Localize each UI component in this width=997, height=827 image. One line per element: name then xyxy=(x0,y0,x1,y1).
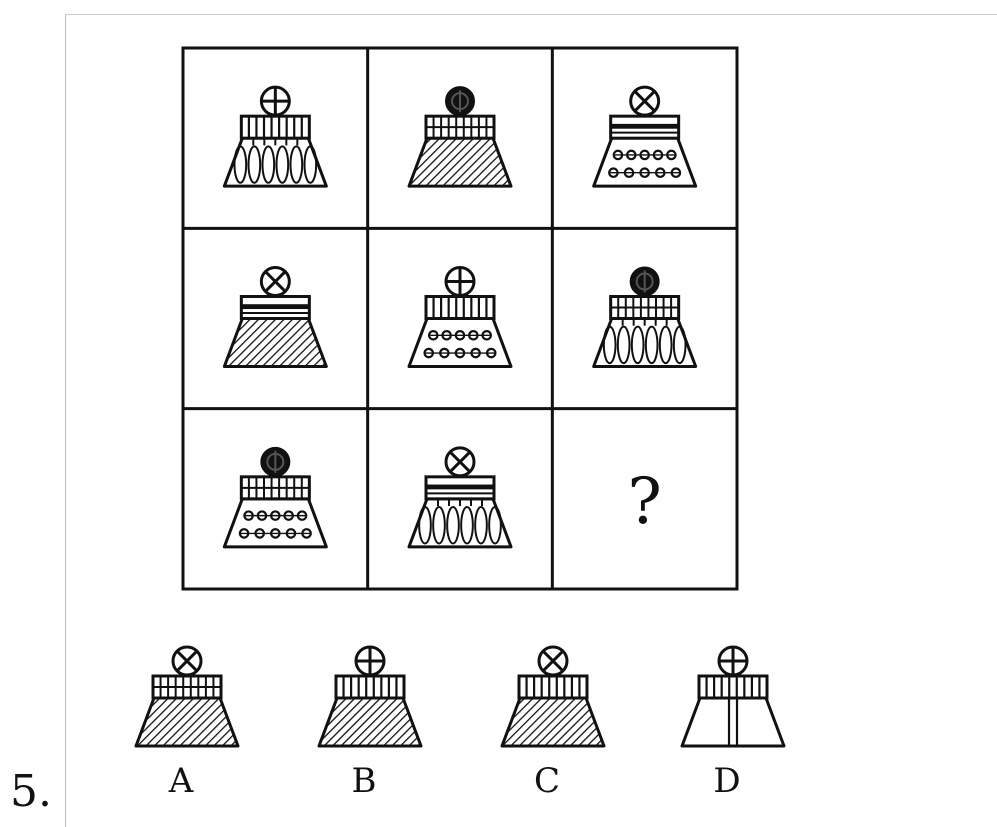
question-number: 5. xyxy=(10,770,52,814)
option-label: A xyxy=(168,761,194,801)
option-figure xyxy=(319,647,421,746)
answer-options: A B C D xyxy=(136,647,784,801)
matrix-figure xyxy=(594,268,696,367)
option-label: D xyxy=(713,761,740,801)
option-b[interactable]: B xyxy=(319,647,421,801)
matrix-figure xyxy=(224,87,326,186)
option-label: C xyxy=(534,761,560,801)
matrix-figure xyxy=(409,448,511,547)
matrix-figure xyxy=(594,87,696,186)
option-a[interactable]: A xyxy=(136,647,238,801)
option-label: B xyxy=(352,761,377,801)
option-figure xyxy=(682,647,784,746)
option-c[interactable]: C xyxy=(502,647,604,801)
option-figure xyxy=(502,647,604,746)
matrix-cells: ? xyxy=(224,87,695,547)
option-d[interactable]: D xyxy=(682,647,784,801)
question-mark: ? xyxy=(628,465,662,539)
matrix-figure xyxy=(224,448,326,547)
matrix-figure xyxy=(409,268,511,367)
matrix-figure xyxy=(224,268,326,367)
matrix-figure xyxy=(409,87,511,186)
option-figure xyxy=(136,647,238,746)
